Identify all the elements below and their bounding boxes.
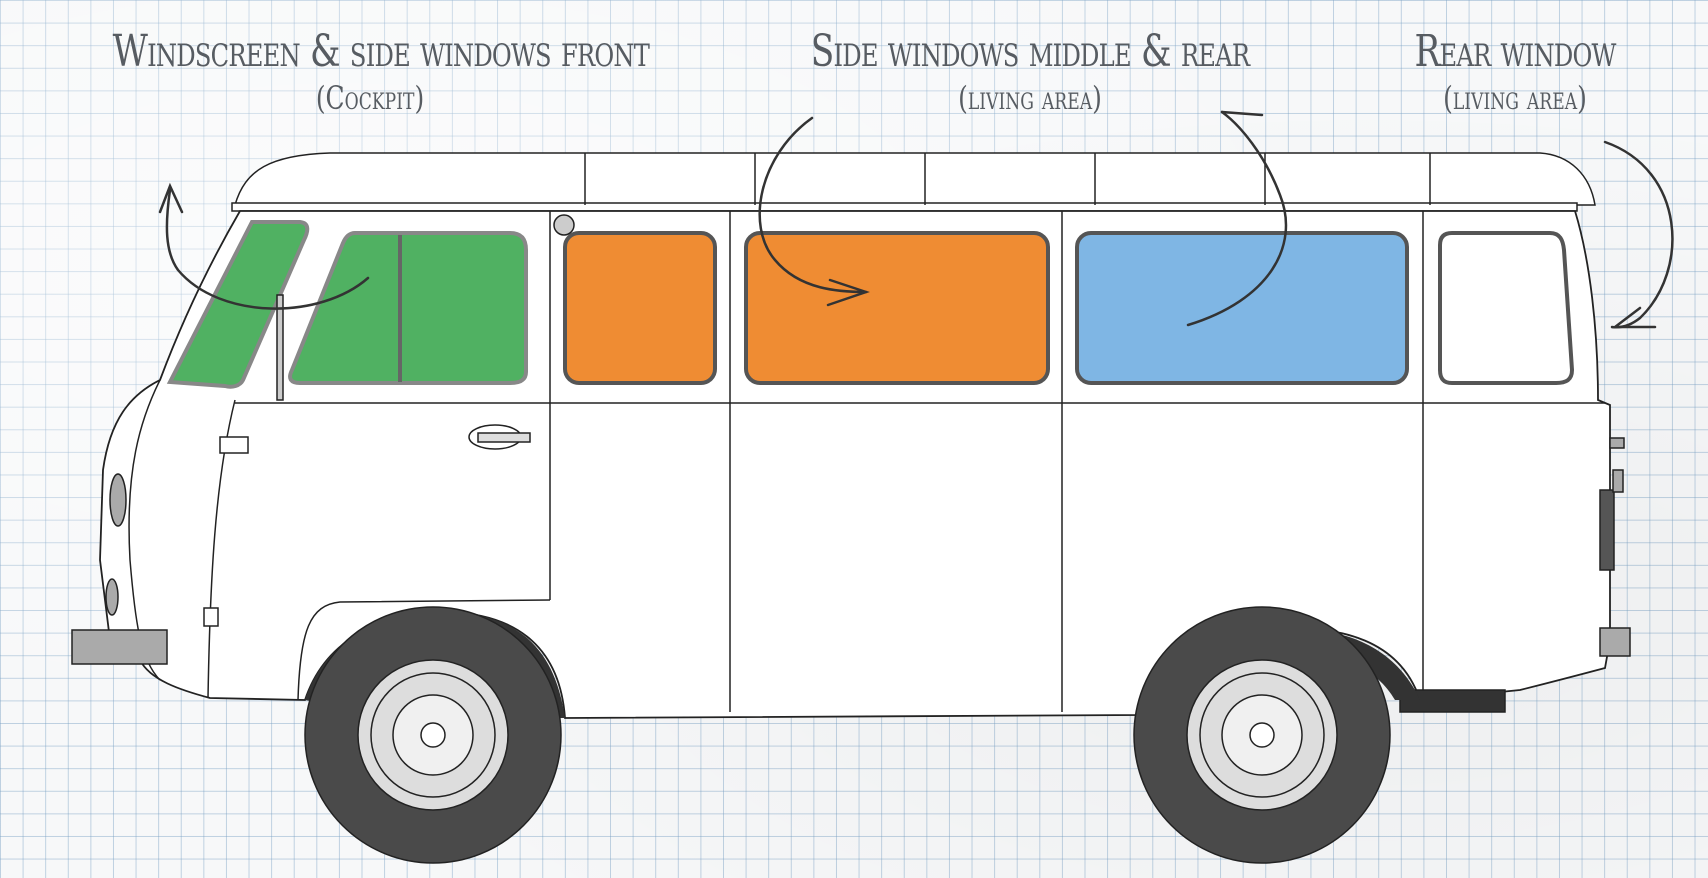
middle-window-2: [745, 232, 1049, 384]
label-middle-windows: Side windows middle & rear (living area): [720, 26, 1340, 117]
rear-window: [1439, 232, 1574, 384]
middle-window-1: [564, 232, 716, 384]
label-front-subtitle: (Cockpit): [315, 79, 425, 117]
rear-side-window: [1076, 232, 1408, 384]
label-rear-window: Rear window (living area): [1360, 26, 1670, 117]
roof-rack: [231, 152, 1596, 212]
label-front-title: Windscreen & side windows front: [112, 26, 650, 77]
label-rear-subtitle: (living area): [1443, 79, 1587, 117]
label-front-windows: Windscreen & side windows front (Cockpit…: [40, 26, 700, 117]
windows: [166, 220, 1575, 389]
label-middle-subtitle: (living area): [958, 79, 1102, 117]
curved-arrow-icon: [158, 110, 1674, 329]
rear-wheel: [1133, 606, 1391, 864]
van-details: [71, 214, 1631, 713]
label-rear-title: Rear window: [1414, 26, 1616, 77]
front-wheel: [304, 606, 562, 864]
label-middle-title: Side windows middle & rear: [810, 26, 1250, 77]
